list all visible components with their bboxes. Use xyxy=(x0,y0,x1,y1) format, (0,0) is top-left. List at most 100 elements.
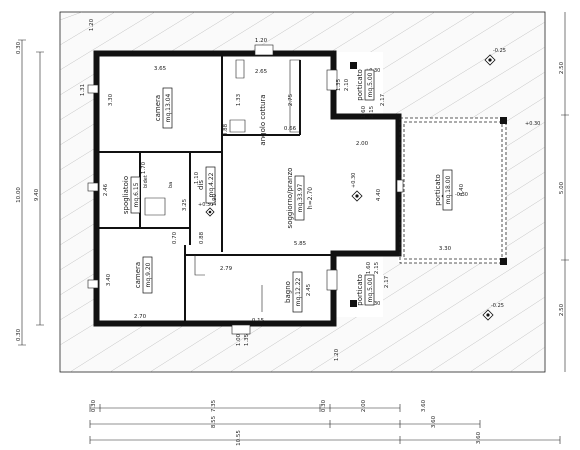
room-area: mq.12.22 xyxy=(295,277,302,306)
room-bagno: bagno mq.12.22 xyxy=(284,271,303,313)
dim-text: 10.00 xyxy=(16,187,22,203)
room-name: dis xyxy=(197,180,205,190)
left-dimensions: 10.00 9.40 0.30 0.30 xyxy=(16,39,44,346)
right-dimensions: 2.50 5.00 2.50 1.20 1.20 xyxy=(89,12,569,372)
room-camera-bottom: camera mq.9.20 xyxy=(134,256,153,294)
room-area: mq.6.15 xyxy=(133,182,140,207)
dim-text: 0.30 xyxy=(321,399,327,412)
room-name: bagno xyxy=(284,281,292,303)
room-name: camera xyxy=(154,95,162,121)
room-soggiorno: soggiorno/pranzo mq.33.97 h=2.70 xyxy=(286,168,314,229)
dim-text: 1.35 xyxy=(244,333,250,346)
room-dis: dis mq.4.22 xyxy=(197,166,216,204)
room-area: mq.33.97 xyxy=(297,183,304,212)
room-area: mq.5.00 xyxy=(367,72,374,97)
dim-text: 3.60 xyxy=(431,415,437,428)
dim-text: 0.15 xyxy=(252,318,265,324)
dim-text: 1.60 xyxy=(361,105,367,118)
dim-text: 5.00 xyxy=(559,181,565,194)
room-porticato-bottom: porticato mq.5.00 xyxy=(356,274,375,306)
dim-text: 3.40 xyxy=(106,273,112,286)
dim-text: 2.00 xyxy=(356,141,369,147)
room-name: soggiorno/pranzo xyxy=(286,168,294,229)
dim-text: 0.66 xyxy=(284,126,297,132)
room-porticato-top: porticato mq.5.00 xyxy=(356,69,375,101)
dim-text: 1.90 xyxy=(212,193,218,206)
room-height: h=2.70 xyxy=(307,187,314,209)
dim-text: 1.00 xyxy=(236,333,242,346)
dim-text: 2.79 xyxy=(220,266,233,272)
dim-text: 1.70 xyxy=(141,161,147,174)
dim-text: 10.55 xyxy=(236,430,242,446)
room-name: spogliatoio xyxy=(122,176,130,214)
dim-text: 2.50 xyxy=(559,303,565,316)
dim-text: 2.65 xyxy=(255,69,268,75)
dim-text: 2.46 xyxy=(103,183,109,196)
level-marker-text: +0.30 xyxy=(525,121,540,127)
fixtures xyxy=(144,59,301,312)
dim-text: 0.30 xyxy=(91,399,97,412)
room-area: mq.4.22 xyxy=(208,172,215,197)
dim-text: 3.65 xyxy=(154,66,167,72)
interior-dimensions: 3.65 3.30 1.31 1.20 2.65 2.75 1.33 0.88 … xyxy=(80,38,465,346)
dim-text: 1.35 xyxy=(336,78,342,91)
windows xyxy=(87,44,404,335)
level-marker-text: -0.30 xyxy=(455,192,468,198)
dim-text: 2.15 xyxy=(374,261,380,274)
level-marker-text: -0.25 xyxy=(493,48,506,54)
room-spogliatoio: spogliatoio mq.6.15 xyxy=(122,176,141,214)
dim-text: 2.00 xyxy=(361,399,367,412)
dim-text: 0.30 xyxy=(16,328,22,341)
room-name: camera xyxy=(134,262,142,288)
ba-label: ba xyxy=(168,182,174,188)
room-angolo-cottura: angolo cottura xyxy=(259,94,267,145)
pillars xyxy=(350,62,507,307)
dim-text: 3.25 xyxy=(182,198,188,211)
room-name: angolo cottura xyxy=(259,94,267,145)
room-area: mq.13.04 xyxy=(165,93,172,122)
dim-text: 3.60 xyxy=(421,399,427,412)
dim-text: 1.60 xyxy=(366,261,372,274)
level-marker-text: +0.30 xyxy=(351,173,357,188)
room-area: mq.18.00 xyxy=(445,175,452,204)
dim-text: 0.70 xyxy=(172,231,178,244)
dim-text: 3.30 xyxy=(439,246,452,252)
dim-text: 3.60 xyxy=(476,431,482,444)
dim-text: 1.20 xyxy=(334,348,340,361)
dim-text: 3.30 xyxy=(108,93,114,106)
dim-text: 2.70 xyxy=(134,314,147,320)
bottom-dimensions: 0.30 7.35 0.30 2.00 3.60 8.55 3.60 10.55… xyxy=(89,399,561,446)
dim-text: 5.85 xyxy=(294,241,307,247)
dim-text: 1.20 xyxy=(89,18,95,31)
dim-text: 0.88 xyxy=(199,231,205,244)
room-porticato-big: porticato mq.18.00 xyxy=(434,169,453,211)
dim-text: 1.31 xyxy=(80,84,86,96)
dim-text: 2.10 xyxy=(344,78,350,91)
room-camera-top: camera mq.13.04 xyxy=(154,87,173,129)
room-area: mq.5.00 xyxy=(367,277,374,302)
dim-text: 4.40 xyxy=(459,183,465,196)
room-area: mq.9.20 xyxy=(145,262,152,287)
dim-text: 2.17 xyxy=(380,93,386,106)
level-marker-text: +0.30 xyxy=(198,202,213,208)
dim-text: 4.40 xyxy=(376,188,382,201)
dim-text: 8.55 xyxy=(211,415,217,428)
bidet-label: bidet xyxy=(143,175,149,188)
dim-text: 0.88 xyxy=(223,123,229,136)
dim-text: 2.50 xyxy=(559,61,565,74)
room-name: porticato xyxy=(356,69,364,100)
dim-text: 1.33 xyxy=(236,93,242,106)
dim-text: 9.40 xyxy=(34,188,40,201)
dim-text: 1.20 xyxy=(255,38,268,44)
dim-text: 0.30 xyxy=(16,41,22,54)
room-name: porticato xyxy=(434,174,442,205)
dim-text: 2.75 xyxy=(288,93,294,106)
dim-text: 7.35 xyxy=(211,399,217,412)
room-name: porticato xyxy=(356,274,364,305)
porch-inner xyxy=(403,121,503,260)
dim-text: 2.45 xyxy=(306,283,312,296)
dim-text: 2.17 xyxy=(384,275,390,288)
level-marker-text: -0.25 xyxy=(491,303,504,309)
dim-text: 2.15 xyxy=(369,105,375,118)
